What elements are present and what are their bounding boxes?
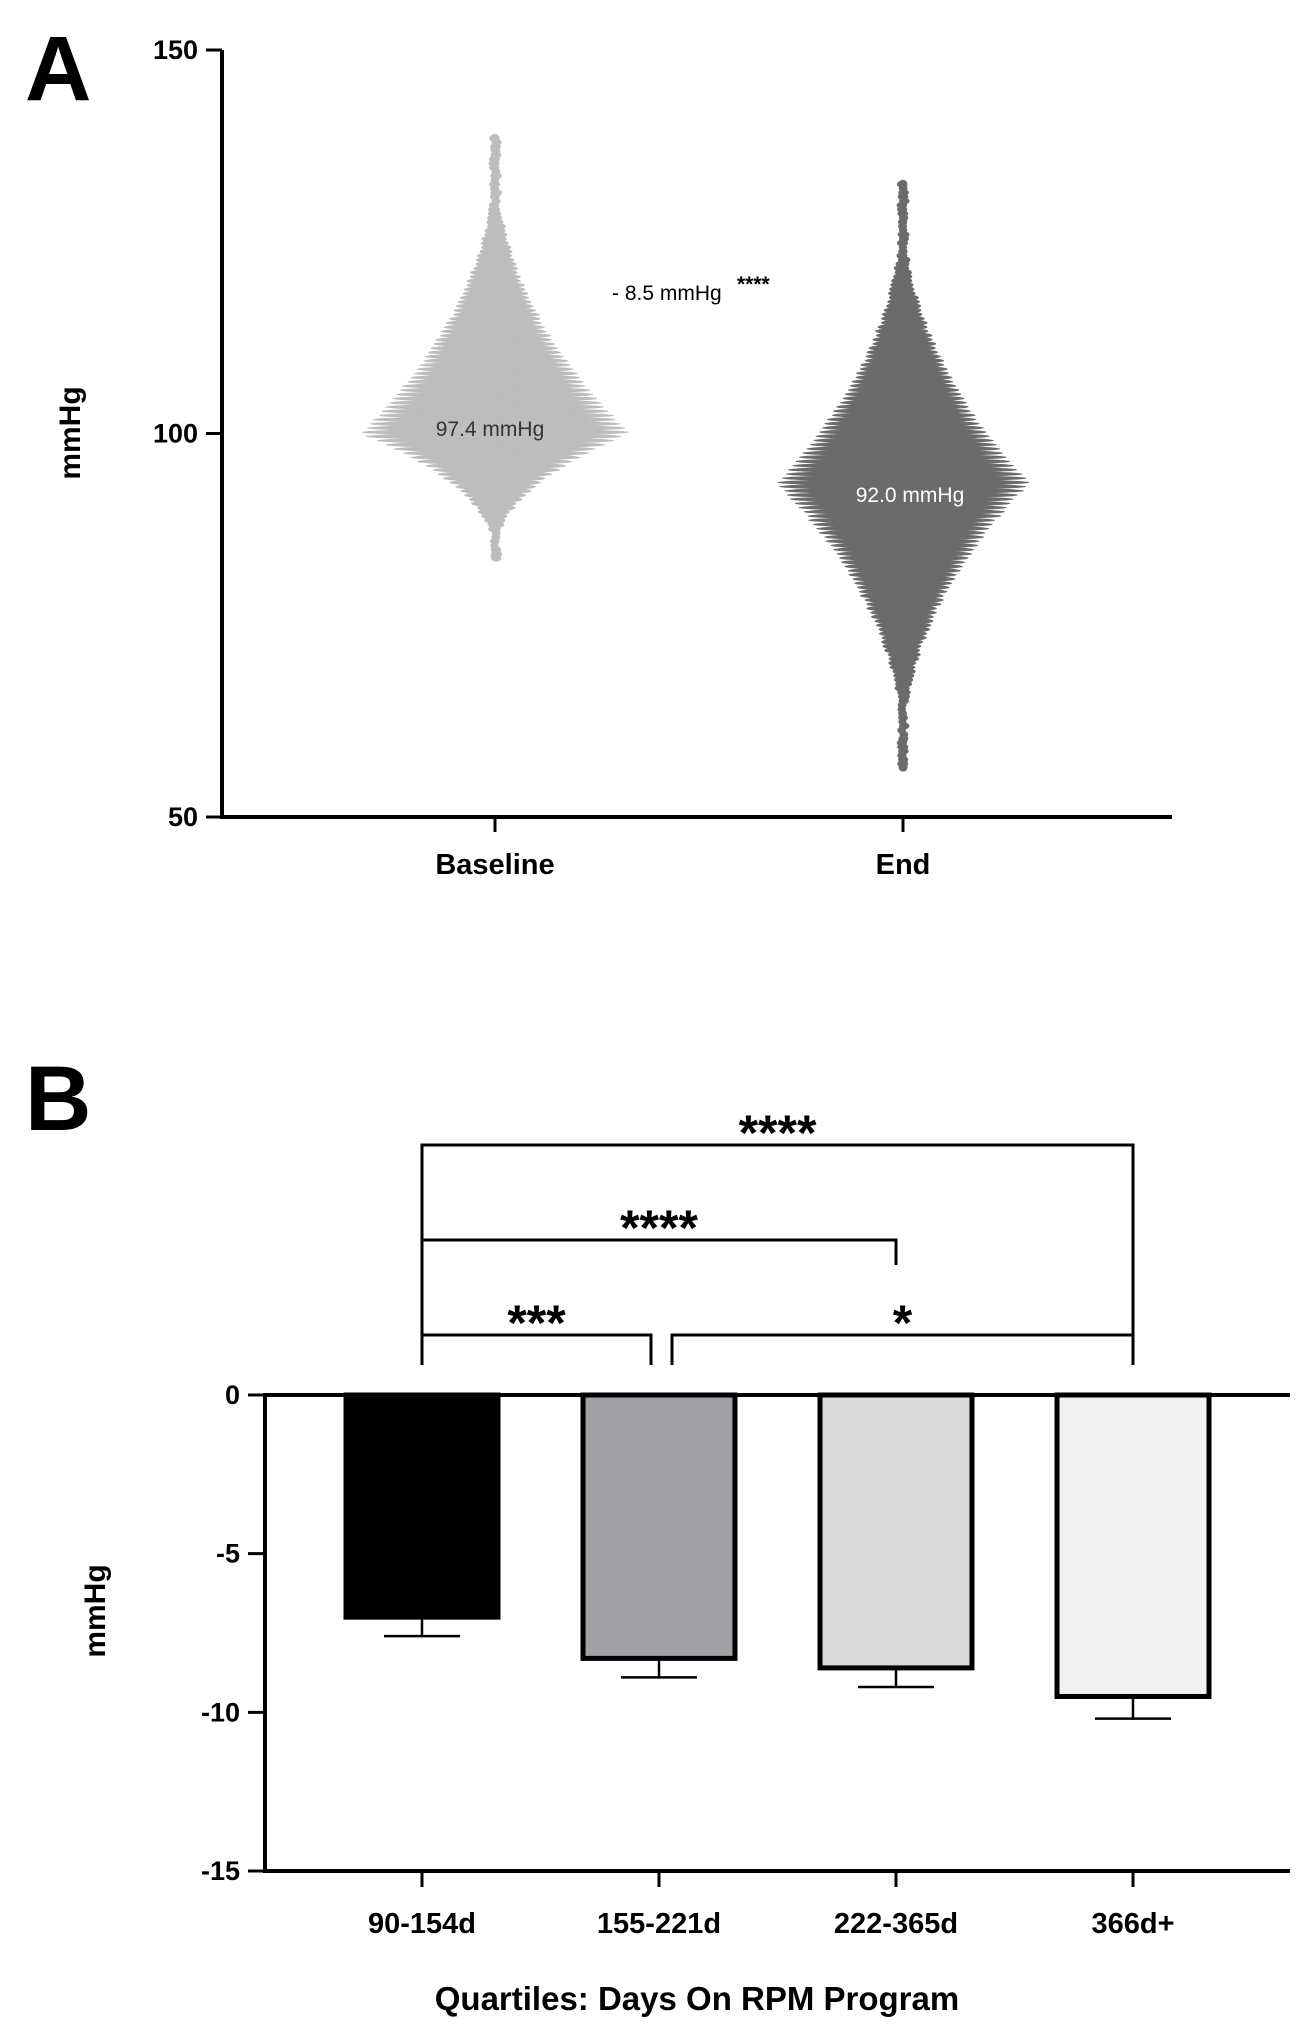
- panel-b-x-tick-label: 90-154d: [368, 1908, 476, 1940]
- error-bar-366d+: [1095, 1696, 1171, 1720]
- panel-a-x-tick-label: End: [876, 849, 931, 881]
- panel-b-significance-brackets: ************: [420, 1105, 1135, 1365]
- difference-annotation: - 8.5 mmHg ****: [612, 273, 771, 305]
- bar-222-365d: [817, 1392, 975, 1671]
- panel-a: A mmHg 150 100 50 Baseline End 97.4 mmHg 9…: [25, 18, 1172, 881]
- panel-a-y-tick-label: 150: [153, 35, 198, 65]
- panel-b-y-tick-label: -10: [201, 1697, 240, 1727]
- panel-b-x-tick-label: 222-365d: [834, 1908, 958, 1940]
- significance-stars: ****: [739, 1105, 817, 1161]
- panel-b-y-axis-label: mmHg: [79, 1564, 112, 1657]
- significance-bracket-3: *: [670, 1295, 1135, 1365]
- panel-b-x-ticks: 90-154d 155-221d 222-365d 366d+: [368, 1871, 1175, 1940]
- beeswarm-baseline: [361, 133, 630, 562]
- difference-text: - 8.5 mmHg: [612, 282, 722, 305]
- significance-stars: *: [893, 1295, 913, 1351]
- panel-a-x-tick-1: End: [876, 817, 931, 881]
- significance-bracket-1: ****: [420, 1200, 898, 1365]
- panel-a-y-tick-label: 50: [168, 802, 198, 832]
- panel-b-x-tick-label: 366d+: [1091, 1908, 1174, 1940]
- panel-a-y-ticks: 150 100 50: [153, 35, 222, 832]
- panel-a-y-axis-label: mmHg: [54, 386, 87, 479]
- difference-stars: ****: [737, 273, 771, 296]
- significance-bracket-2: ***: [420, 1295, 653, 1365]
- panel-b-x-axis-label: Quartiles: Days On RPM Program: [435, 1980, 959, 2017]
- panel-b-y-tick-label: -15: [201, 1856, 240, 1886]
- panel-a-x-tick-label: Baseline: [435, 849, 554, 881]
- panel-b-y-tick-label: 0: [225, 1380, 240, 1410]
- panel-a-y-tick-label: 100: [153, 419, 198, 449]
- significance-stars: ****: [620, 1200, 698, 1256]
- significance-stars: ***: [507, 1295, 566, 1351]
- panel-b-label: B: [25, 1048, 91, 1150]
- panel-b-error-bars: [384, 1617, 1171, 1720]
- error-bar-155-221d: [621, 1658, 697, 1679]
- panel-b-x-tick-label: 155-221d: [597, 1908, 721, 1940]
- bar-90-154d: [343, 1392, 501, 1620]
- panel-a-x-tick-0: Baseline: [435, 817, 555, 881]
- panel-a-label: A: [25, 18, 91, 120]
- panel-a-beeswarm: [361, 133, 1030, 772]
- error-bar-90-154d: [384, 1617, 460, 1638]
- end-mean-label: 92.0 mmHg: [856, 484, 965, 507]
- panel-b-y-ticks: 0 -5 -10 -15: [201, 1380, 265, 1886]
- bar-366d+: [1054, 1392, 1212, 1699]
- baseline-mean-label: 97.4 mmHg: [436, 418, 545, 441]
- panel-b-y-tick-label: -5: [216, 1539, 240, 1569]
- beeswarm-end: [777, 179, 1030, 772]
- bar-155-221d: [580, 1392, 738, 1661]
- error-bar-222-365d: [858, 1667, 934, 1689]
- panel-b-bars: [343, 1392, 1212, 1699]
